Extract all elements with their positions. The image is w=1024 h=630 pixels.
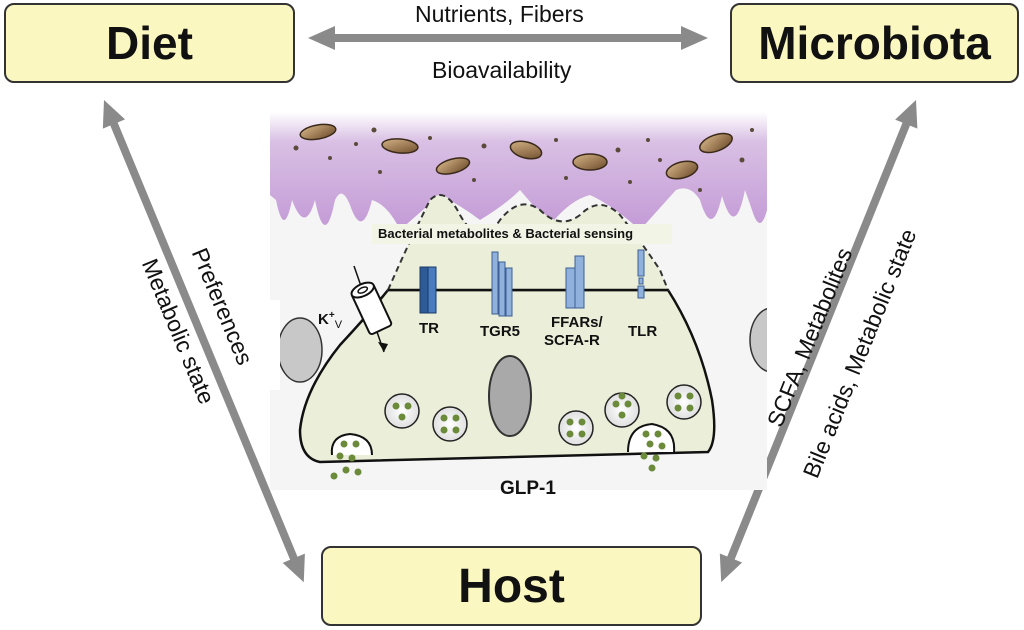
granule — [432, 406, 468, 442]
hormone-label-glp1: GLP-1 — [500, 478, 556, 499]
receptor-tgr5 — [491, 251, 513, 317]
receptor-label-tlr: TLR — [628, 323, 658, 340]
receptor-ffar — [565, 255, 585, 309]
glp1-granules — [384, 384, 702, 446]
cell-nucleus — [488, 355, 532, 437]
k-channel-letter: K — [318, 311, 329, 328]
header-band — [372, 224, 672, 244]
bacterium — [435, 157, 471, 175]
arrows — [102, 26, 918, 583]
metabolite-dots — [293, 127, 754, 192]
diet-label: Diet — [106, 17, 193, 69]
bacteria — [299, 123, 733, 180]
k-channel-label: K+V — [318, 310, 342, 331]
arrow-diet-host — [102, 100, 305, 583]
bacterium — [381, 138, 419, 154]
granule — [604, 392, 640, 428]
k-channel — [350, 265, 393, 353]
granule — [384, 393, 420, 429]
neighbor-nucleus-left — [277, 317, 323, 383]
bacterium — [665, 160, 699, 180]
host-node: Host — [321, 546, 702, 626]
mask-right — [767, 300, 797, 390]
host-label: Host — [458, 559, 565, 613]
microbiota-node: Microbiota — [730, 3, 1019, 83]
receptor-tlr — [637, 249, 645, 299]
k-channel-sub: V — [334, 319, 343, 331]
diet-node: Diet — [4, 3, 295, 83]
arrow-microbiota-host — [719, 100, 918, 583]
receptor-label-scfa-r: SCFA-R — [544, 332, 600, 349]
cell-header: Bacterial metabolites & Bacterial sensin… — [378, 226, 634, 241]
receptor-label-tr: TR — [419, 320, 439, 337]
bacterium — [699, 132, 733, 154]
bacterium — [299, 123, 337, 141]
cell-illustration — [247, 112, 797, 490]
label-bioavailability: Bioavailability — [432, 57, 572, 83]
granule — [666, 384, 702, 420]
bacterium — [572, 153, 608, 171]
exocytosis-left — [330, 432, 373, 480]
receptor-label-ffars: FFARs/ — [551, 314, 603, 331]
receptor-tr — [419, 266, 437, 314]
arrow-diet-microbiota — [308, 26, 708, 50]
microbiota-label: Microbiota — [758, 17, 991, 69]
exocytosis-right — [627, 422, 676, 472]
bacterium — [509, 140, 543, 160]
receptor-label-tgr5: TGR5 — [480, 323, 521, 340]
granule — [558, 410, 594, 446]
label-nutrients-fibers: Nutrients, Fibers — [415, 1, 584, 27]
k-channel-sup: + — [328, 310, 335, 321]
mask-left — [247, 300, 280, 390]
